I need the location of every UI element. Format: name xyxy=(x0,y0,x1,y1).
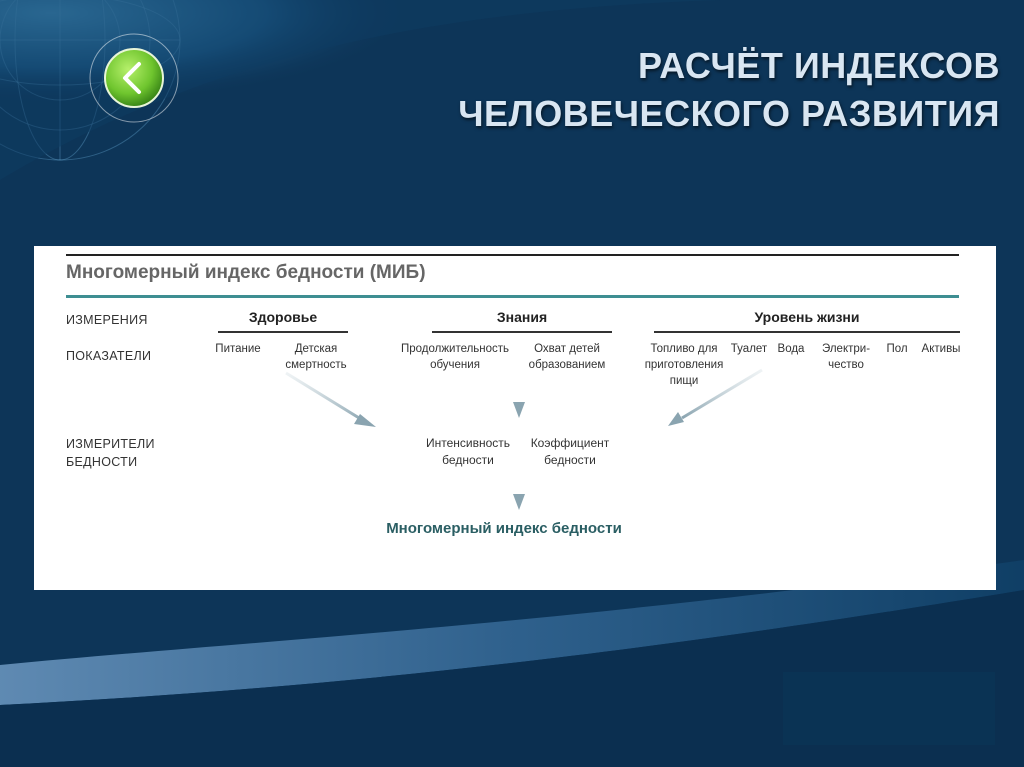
indicator-water: Вода xyxy=(777,343,805,355)
dimension-living: Уровень жизни xyxy=(754,309,860,325)
title-underline xyxy=(66,295,959,298)
row-label-measures-1: ИЗМЕРИТЕЛИ xyxy=(66,437,155,451)
dimension-living-line xyxy=(654,331,960,333)
arrow-health xyxy=(285,371,376,427)
arrow-education xyxy=(513,370,525,418)
row-label-indicators: ПОКАЗАТЕЛИ xyxy=(66,349,152,363)
dimension-education-line xyxy=(432,331,612,333)
indicator-floor: Пол xyxy=(886,343,908,355)
indicator-assets: Активы xyxy=(921,343,961,355)
diagram-arrows xyxy=(285,368,763,510)
indicator-school-enrolment: Охват детей образованием xyxy=(528,343,606,371)
measure-headcount-ratio: Коэффициент бедности xyxy=(530,436,610,467)
back-button[interactable] xyxy=(103,47,165,109)
arrow-to-final-index xyxy=(513,460,525,510)
dimension-education: Знания xyxy=(496,309,548,325)
top-rule xyxy=(66,254,959,256)
chevron-left-icon xyxy=(104,48,164,108)
indicator-electricity: Электри- чество xyxy=(821,343,871,371)
indicator-toilet: Туалет xyxy=(730,343,768,355)
mpi-diagram-panel: Многомерный индекс бедности (МИБ) ИЗМЕРЕ… xyxy=(34,246,996,590)
indicator-years-of-schooling: Продолжительность обучения xyxy=(400,343,510,371)
row-label-dimensions: ИЗМЕРЕНИЯ xyxy=(66,313,148,327)
measure-intensity: Интенсивность бедности xyxy=(425,436,511,467)
indicator-nutrition: Питание xyxy=(215,343,261,355)
dimension-health-line xyxy=(218,331,348,333)
indicator-cooking-fuel: Топливо для приготовления пищи xyxy=(644,343,724,387)
slide-title: РАСЧЁТ ИНДЕКСОВ ЧЕЛОВЕЧЕСКОГО РАЗВИТИЯ xyxy=(380,42,1000,138)
final-index-label: Многомерный индекс бедности xyxy=(386,520,622,537)
dimension-health: Здоровье xyxy=(248,309,318,325)
slide-title-line-1: РАСЧЁТ ИНДЕКСОВ xyxy=(637,45,1000,86)
row-label-measures-2: БЕДНОСТИ xyxy=(66,455,138,469)
indicator-child-mortality: Детская смертность xyxy=(285,343,347,371)
arrow-living xyxy=(668,368,763,426)
slide-title-line-2: ЧЕЛОВЕЧЕСКОГО РАЗВИТИЯ xyxy=(458,93,1000,134)
corner-decoration xyxy=(783,672,995,745)
diagram-title: Многомерный индекс бедности (МИБ) xyxy=(66,262,426,283)
